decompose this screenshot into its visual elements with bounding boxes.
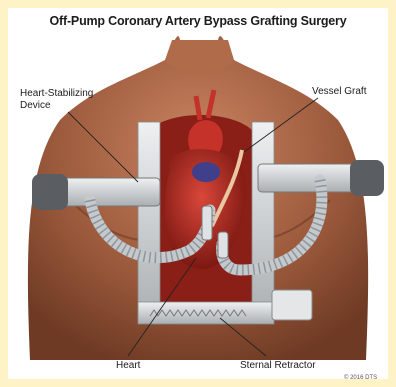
label-sternal-retractor: Sternal Retractor [240, 360, 316, 372]
label-heart-stabilizing-device: Heart-Stabilizing Device [20, 88, 93, 112]
label-vessel-graft: Vessel Graft [312, 86, 366, 98]
stabilizer-handle-right [350, 160, 384, 196]
diagram-title: Off-Pump Coronary Artery Bypass Grafting… [0, 14, 396, 28]
retractor-left-blade [138, 122, 160, 322]
retractor-right-blade [252, 122, 274, 322]
stabilizer-handle-left [32, 174, 68, 210]
label-heart: Heart [116, 360, 140, 372]
copyright-text: © 2016 DTS [344, 374, 377, 382]
label-stabilizer-line2: Device [20, 100, 93, 112]
label-stabilizer-line1: Heart-Stabilizing [20, 88, 93, 100]
retractor-crank [272, 290, 312, 320]
retractor-rack [138, 302, 274, 324]
